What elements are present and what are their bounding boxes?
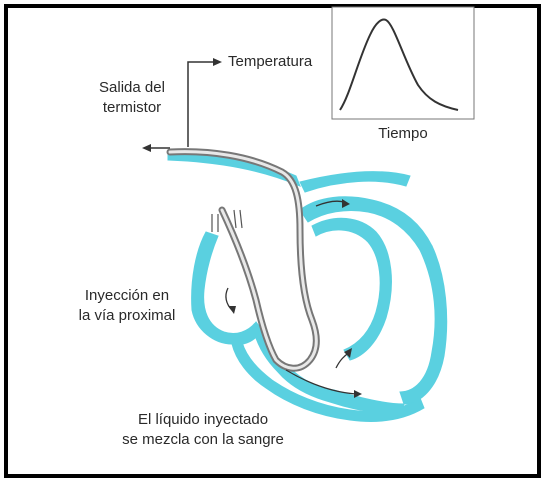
thermistor-line-2: termistor (72, 98, 192, 118)
temperature-curve-box (332, 7, 474, 119)
thermistor-line-1: Salida del (72, 78, 192, 98)
temperature-label: Temperatura (228, 52, 312, 72)
thermistor-output-label: Salida del termistor (72, 78, 192, 118)
injection-label: Inyección en la vía proximal (42, 286, 212, 326)
injection-line-1: Inyección en (42, 286, 212, 306)
mixing-label: El líquido inyectado se mezcla con la sa… (88, 410, 318, 450)
time-label: Tiempo (362, 124, 444, 144)
mixing-line-1: El líquido inyectado (88, 410, 318, 430)
injection-line-2: la vía proximal (42, 306, 212, 326)
mixing-line-2: se mezcla con la sangre (88, 430, 318, 450)
